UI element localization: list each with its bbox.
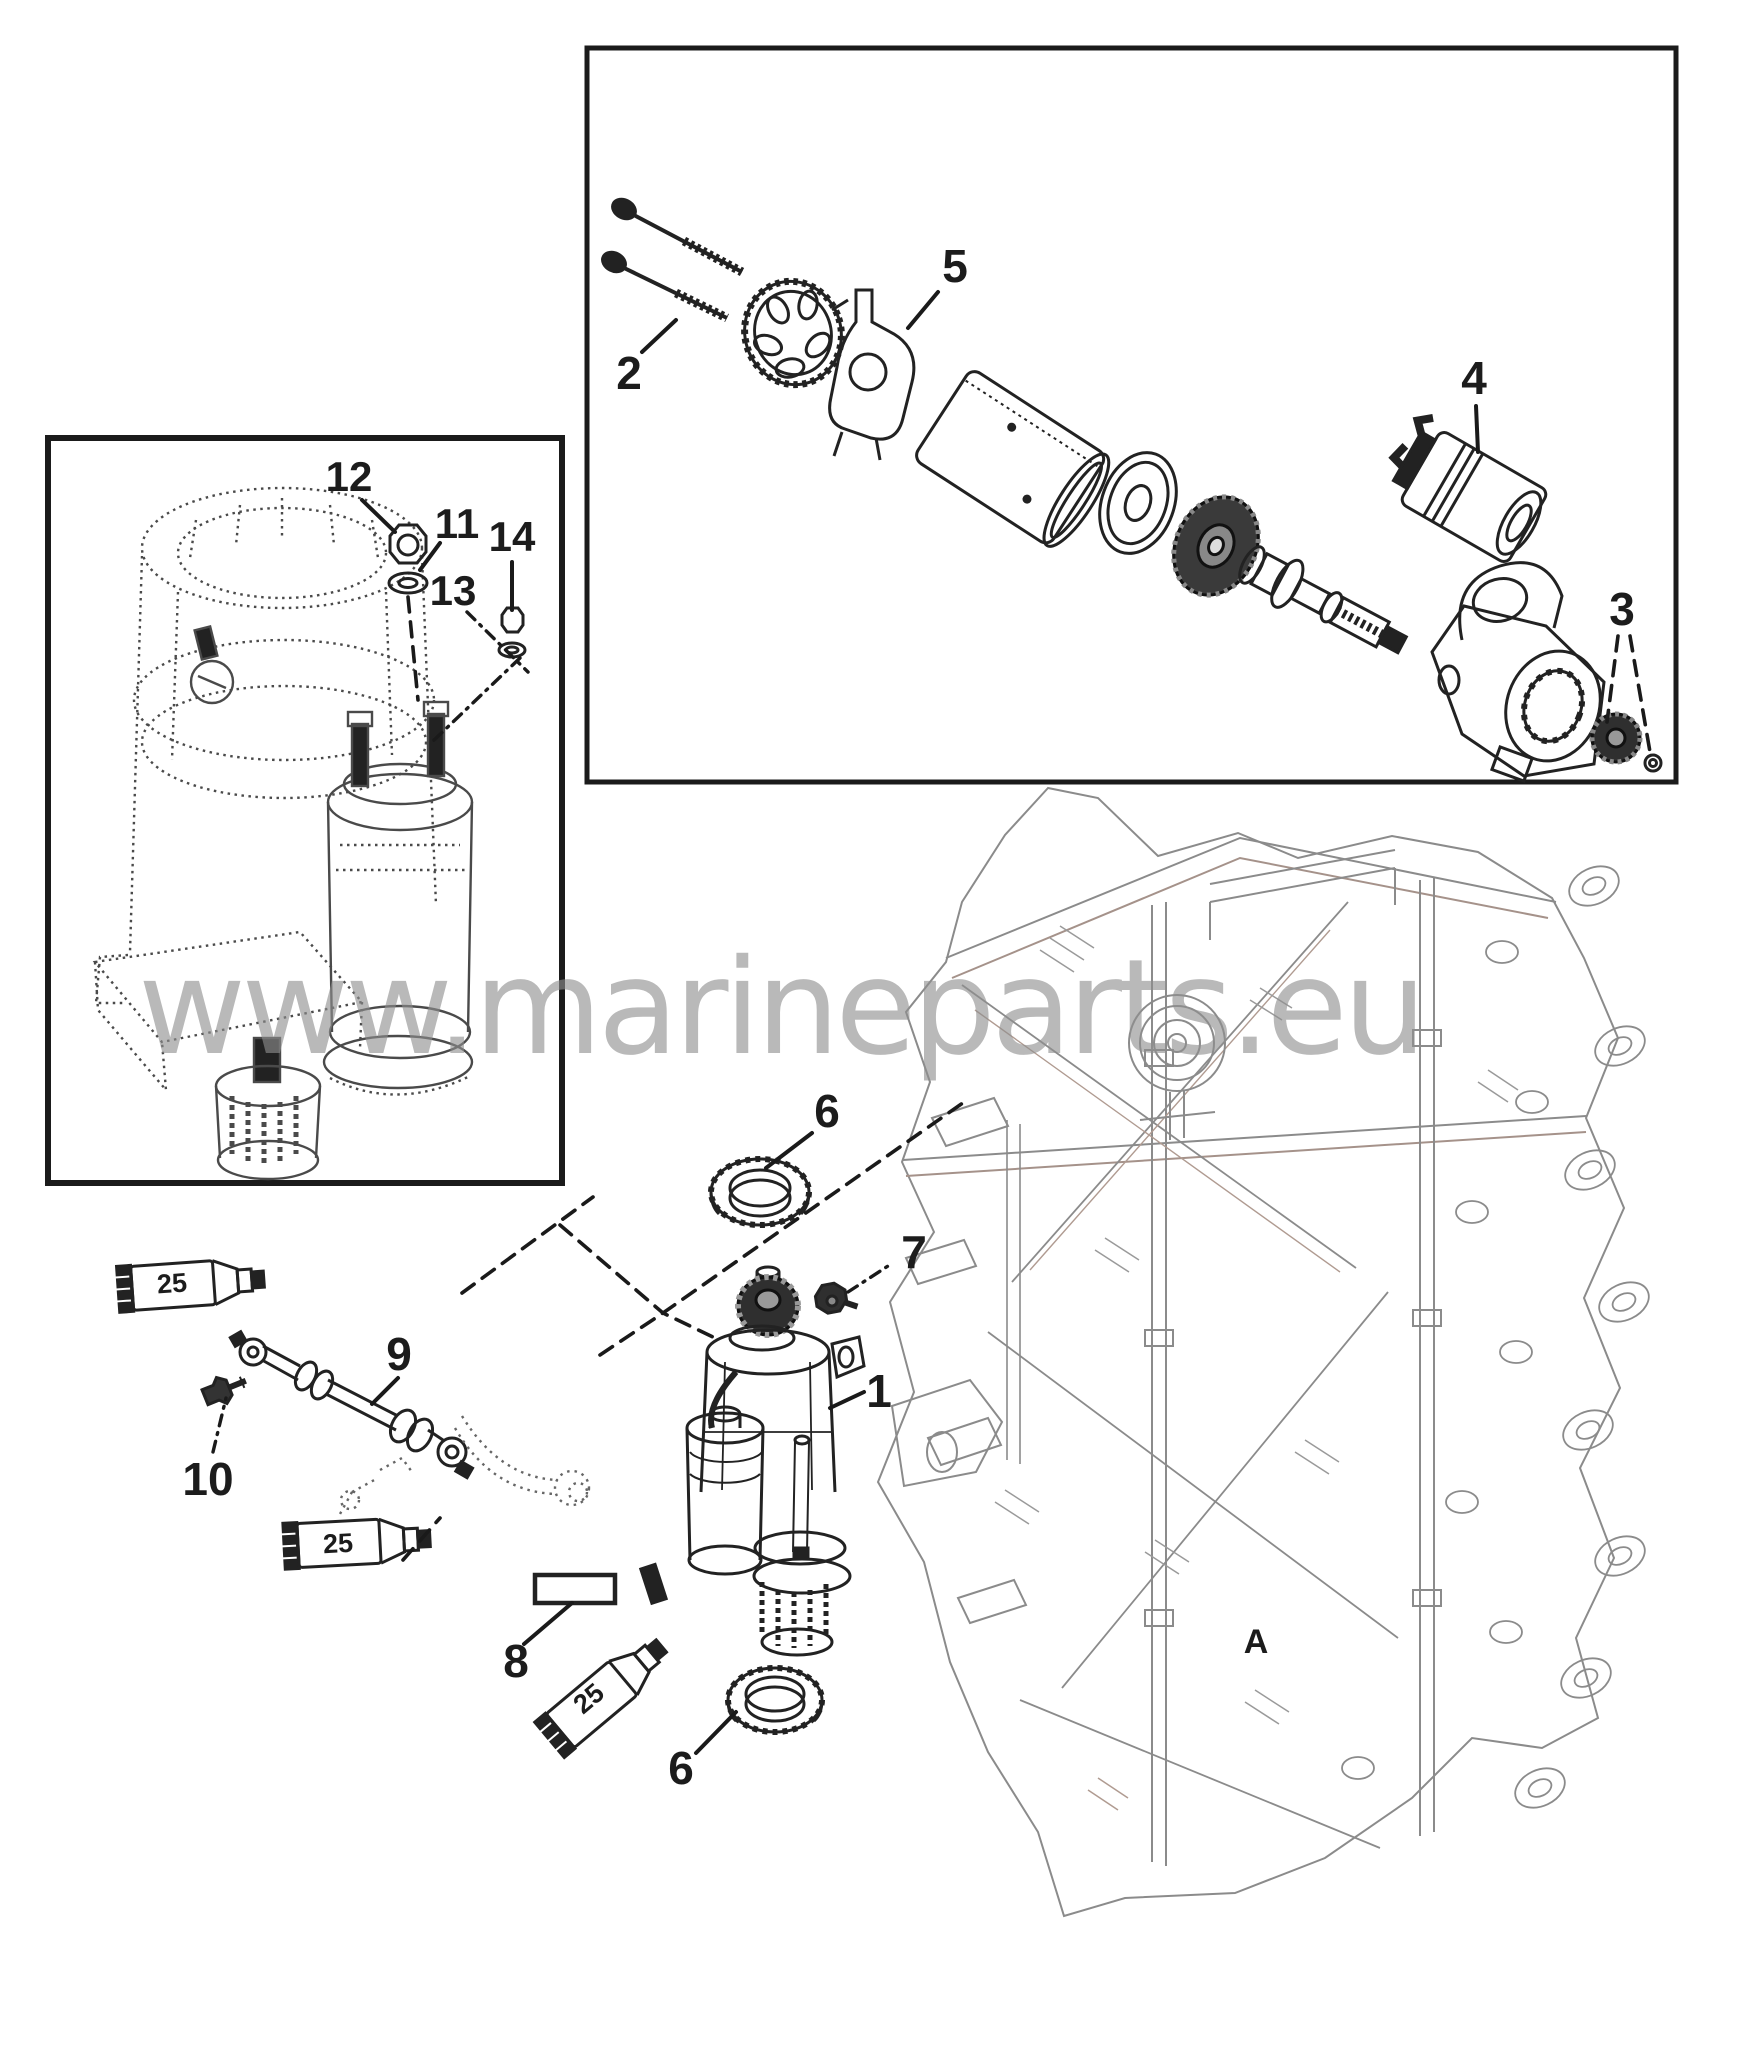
leader-line xyxy=(406,595,420,702)
sealant-tube-2 xyxy=(281,1517,432,1571)
callout-14: 14 xyxy=(488,513,536,560)
shift-bracket xyxy=(828,288,916,441)
harness-ghost xyxy=(338,1415,591,1515)
bolt-part-7 xyxy=(813,1281,859,1315)
leader-line xyxy=(1605,634,1620,724)
leader-line xyxy=(430,656,522,744)
assembled-view-box xyxy=(45,435,565,1186)
engine-outline xyxy=(876,786,1626,1918)
drive-shaft xyxy=(1238,545,1409,655)
box-bottom-pinion xyxy=(214,1036,322,1181)
sealant-tube-1 xyxy=(114,1259,266,1314)
motor-housing xyxy=(915,370,1111,548)
solenoid-lower xyxy=(685,1405,765,1576)
leader-line xyxy=(211,1396,228,1454)
leader-line xyxy=(764,1131,814,1170)
leader-lines xyxy=(211,290,1652,1755)
decal-part-8 xyxy=(532,1572,618,1606)
callout-2: 2 xyxy=(616,347,642,399)
center-parts xyxy=(114,1156,866,1760)
leader-line xyxy=(401,1516,442,1562)
callout-25: 25 xyxy=(567,1677,610,1720)
leader-line xyxy=(522,1601,574,1646)
callout-11: 11 xyxy=(434,500,480,547)
engine-block-drawing xyxy=(876,786,1650,1918)
starter-motor-part-1 xyxy=(638,1265,866,1657)
callout-9: 9 xyxy=(386,1328,412,1380)
seal-ring-bottom-part-6 xyxy=(725,1665,825,1735)
nut-part-12 xyxy=(388,523,428,565)
callout-A: A xyxy=(1243,1623,1269,1661)
callout-25: 25 xyxy=(155,1267,188,1300)
end-frame-part-5 xyxy=(741,277,916,461)
mount-lug-right xyxy=(830,1335,866,1380)
leader-line xyxy=(598,1098,969,1357)
leader-line xyxy=(460,1195,595,1295)
brush-plate xyxy=(1098,451,1178,555)
callout-1: 1 xyxy=(866,1365,892,1417)
leader-line xyxy=(846,1264,890,1294)
callout-6: 6 xyxy=(814,1085,840,1137)
bolt-bosses xyxy=(1341,865,1650,1809)
drive-housing-part-3 xyxy=(1430,561,1663,784)
pinion-nut-part-3 xyxy=(1643,753,1663,773)
leader-line xyxy=(360,498,397,534)
sealant-tube-3 xyxy=(532,1637,669,1760)
seal-ring-top-part-6 xyxy=(708,1156,812,1228)
exploded-starter-parts xyxy=(601,197,1663,784)
callout-5: 5 xyxy=(942,240,968,292)
callout-10: 10 xyxy=(182,1453,234,1505)
pinion-gear-top xyxy=(735,1274,801,1338)
callout-7: 7 xyxy=(901,1226,927,1278)
solenoid-part-4 xyxy=(1388,413,1548,563)
leader-line xyxy=(418,541,442,572)
callout-12: 12 xyxy=(325,453,373,500)
leader-line xyxy=(1628,634,1652,754)
callout-13: 13 xyxy=(429,567,477,614)
starter-in-box xyxy=(322,700,474,1096)
battery-cable-part-9 xyxy=(228,1329,475,1480)
starter-mount-lug xyxy=(890,1378,1004,1488)
leader-line xyxy=(828,1390,866,1410)
callout-25: 25 xyxy=(322,1527,354,1560)
pulley-boss xyxy=(1128,994,1226,1140)
housing-bolt-detail xyxy=(189,625,235,705)
callout-4: 4 xyxy=(1461,352,1487,404)
leader-line xyxy=(906,290,940,330)
callout-3: 3 xyxy=(1609,583,1635,635)
commutator-end-lower xyxy=(752,1530,852,1657)
pinion-gear-part-3 xyxy=(1589,711,1643,765)
bolt-part-2 xyxy=(601,197,745,323)
leader-line xyxy=(1474,404,1480,454)
washer-part-11 xyxy=(387,571,429,595)
callout-8: 8 xyxy=(503,1635,529,1687)
leader-line xyxy=(640,318,678,354)
leader-line xyxy=(370,1376,400,1406)
callout-6: 6 xyxy=(668,1742,694,1794)
leader-line xyxy=(694,1710,738,1755)
exploded-view-box xyxy=(584,45,1679,785)
armature-core xyxy=(1171,494,1261,598)
